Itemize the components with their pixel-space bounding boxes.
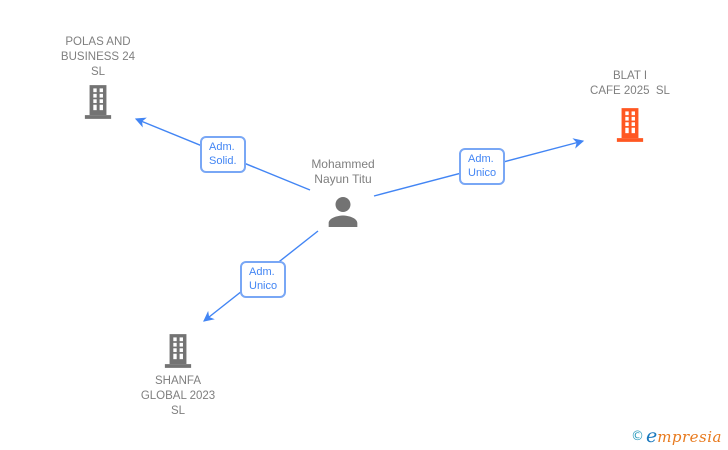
brand-name: mpresia — [657, 428, 722, 446]
building-icon — [616, 108, 644, 142]
edge-label-line: Unico — [468, 167, 497, 179]
company-label-line: BUSINESS 24 — [60, 51, 136, 63]
person-icon — [328, 197, 358, 227]
copyright-icon: © — [630, 429, 644, 444]
company-node-polas[interactable]: POLAS AND BUSINESS 24 SL — [38, 30, 158, 120]
edge-label-line: Unico — [249, 280, 278, 292]
edge-label-adm-unico: Adm. Unico — [459, 148, 506, 185]
company-label: SHANFA GLOBAL 2023 SL — [141, 374, 215, 419]
brand-initial: e — [645, 425, 658, 447]
edge-label-line: Solid. — [209, 155, 237, 167]
building-icon — [84, 85, 112, 119]
person-label: Mohammed Nayun Titu — [311, 157, 374, 187]
company-label-line: POLAS AND — [65, 36, 131, 48]
company-label-line: CAFE 2025 SL — [590, 85, 670, 97]
edge-label-adm-unico: Adm. Unico — [240, 261, 287, 298]
company-node-shanfa[interactable]: SHANFA GLOBAL 2023 SL — [118, 333, 238, 419]
edge-label-line: Adm. — [468, 153, 494, 165]
company-node-blat[interactable]: BLAT I CAFE 2025 SL — [570, 66, 690, 143]
edge-label-line: Adm. — [209, 141, 235, 153]
edge-label-line: Adm. — [249, 266, 275, 278]
company-label-line: SHANFA — [154, 375, 201, 387]
edge-label-adm-solid: Adm. Solid. — [200, 136, 246, 173]
empresia-logo: ©empresia — [631, 425, 722, 447]
company-label: BLAT I CAFE 2025 SL — [590, 69, 670, 99]
person-node-mohammed-nayun-titu[interactable]: Mohammed Nayun Titu — [283, 155, 403, 232]
company-label-line: SL — [170, 405, 186, 417]
company-label: POLAS AND BUSINESS 24 SL — [61, 35, 135, 80]
company-label-line: GLOBAL 2023 — [140, 390, 216, 402]
company-label-line: BLAT I — [612, 70, 648, 82]
person-label-line: Mohammed — [311, 157, 375, 171]
person-label-line: Nayun Titu — [314, 172, 372, 186]
company-label-line: SL — [90, 66, 106, 78]
building-icon — [164, 334, 192, 368]
